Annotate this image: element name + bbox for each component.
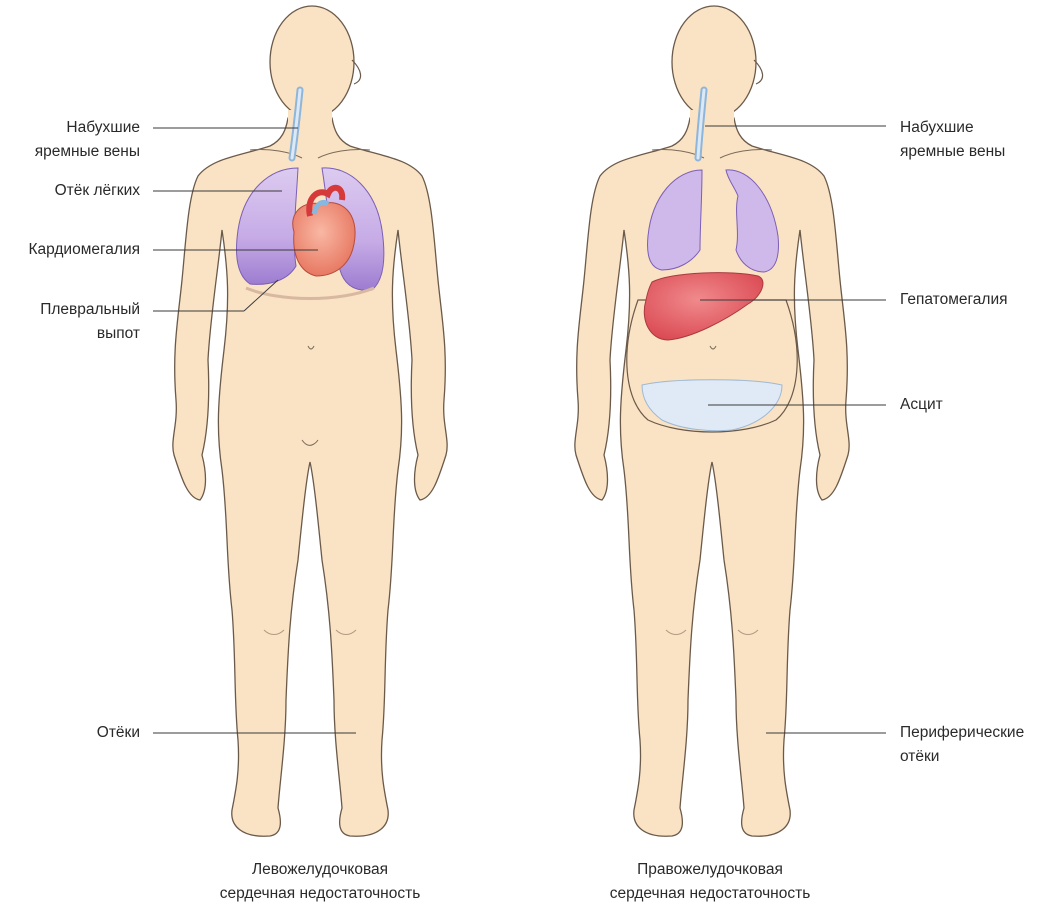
caption-right-heart-failure: Правожелудочковая сердечная недостаточно… (590, 858, 830, 906)
head (270, 6, 354, 118)
label-line: яремные вены (20, 140, 140, 164)
label-line: Набухшие (20, 116, 140, 140)
label-line: Набухшие (900, 116, 1040, 140)
label-pleural-effusion: Плевральный выпот (10, 298, 140, 346)
head (672, 6, 756, 118)
caption-line: сердечная недостаточность (200, 882, 440, 906)
label-line: яремные вены (900, 140, 1040, 164)
right-body (575, 6, 849, 836)
caption-line: сердечная недостаточность (590, 882, 830, 906)
label-line: Плевральный (10, 298, 140, 322)
caption-line: Левожелудочковая (200, 858, 440, 882)
label-peripheral-edema: Периферические отёки (900, 721, 1045, 769)
label-lung-edema: Отёк лёгких (10, 179, 140, 203)
label-jugular-veins-left: Набухшие яремные вены (20, 116, 140, 164)
caption-line: Правожелудочковая (590, 858, 830, 882)
label-line: выпот (10, 322, 140, 346)
label-jugular-veins-right: Набухшие яремные вены (900, 116, 1040, 164)
label-hepatomegaly: Гепатомегалия (900, 288, 1040, 312)
label-cardiomegaly: Кардиомегалия (0, 238, 140, 262)
label-ascites: Асцит (900, 393, 1040, 417)
left-body (173, 6, 447, 836)
label-line: отёки (900, 745, 1045, 769)
label-edema: Отёки (40, 721, 140, 745)
caption-left-heart-failure: Левожелудочковая сердечная недостаточнос… (200, 858, 440, 906)
label-line: Периферические (900, 721, 1045, 745)
